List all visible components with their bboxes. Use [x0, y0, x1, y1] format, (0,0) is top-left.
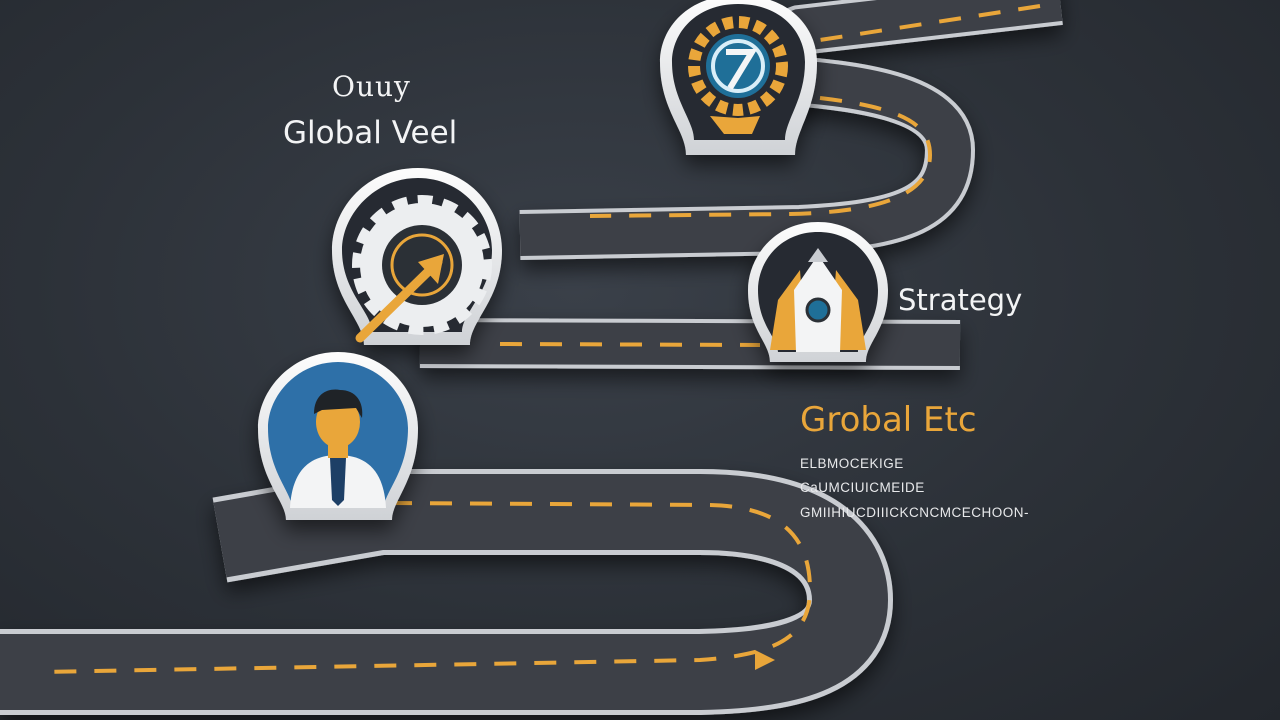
- rocket-icon: [770, 248, 866, 352]
- caption-line-2: CaUMCIUICMEIDE: [800, 480, 925, 495]
- road-center-dashes: [39, 4, 1041, 674]
- winding-road: [0, 0, 1063, 715]
- businessman-icon: [290, 389, 386, 508]
- logo-mark-text: Ouuy: [332, 70, 411, 103]
- grobal-etc-heading: Grobal Etc: [800, 400, 977, 440]
- gear-arrow-icon: [352, 195, 492, 343]
- caption-line-3: GMIIHIUCDIIICKCNCMCECHOON-: [800, 505, 1029, 520]
- strategy-label: Strategy: [898, 283, 1023, 317]
- global-veel-label: Global Veel: [283, 115, 458, 151]
- caption-line-1: ELBMOCEKIGE: [800, 456, 904, 471]
- compass-gear-icon: [688, 16, 788, 134]
- road-arrow-icon: [755, 650, 775, 670]
